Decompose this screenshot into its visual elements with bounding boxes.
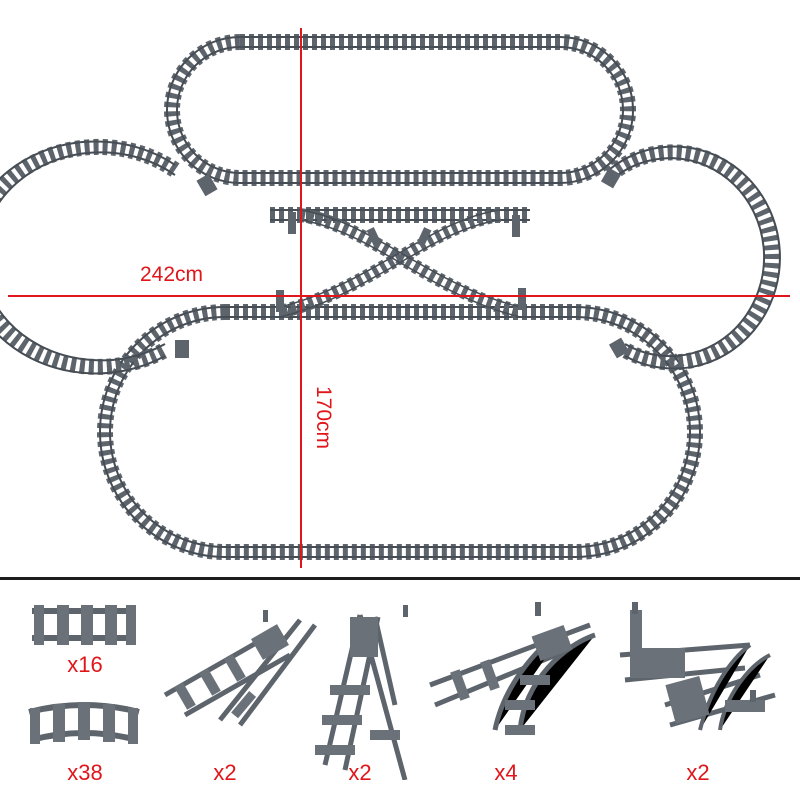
straight-track-quantity: x16 xyxy=(67,652,103,677)
crossover-tracks xyxy=(278,208,522,319)
crossover-switch-quantity: x2 xyxy=(686,760,710,785)
flexible-switch-piece xyxy=(429,602,596,735)
switch-levers xyxy=(175,167,630,359)
right-switch-quantity: x2 xyxy=(348,760,372,785)
crossover-switch-piece xyxy=(619,602,776,731)
left-switch-piece xyxy=(163,610,317,727)
curved-track-piece xyxy=(28,702,140,744)
track-layout-diagram xyxy=(0,28,790,568)
left-switch-quantity: x2 xyxy=(213,760,237,785)
section-divider xyxy=(0,577,800,580)
width-dimension-label: 242cm xyxy=(140,263,204,286)
upper-oval-track xyxy=(164,34,636,186)
right-switch-piece xyxy=(315,605,408,780)
height-dimension-label: 170cm xyxy=(312,386,335,450)
right-loop-track xyxy=(604,144,781,371)
flexible-switch-quantity: x4 xyxy=(494,760,518,785)
curved-track-quantity: x38 xyxy=(67,760,103,785)
left-loop-track xyxy=(0,138,180,375)
straight-track-piece xyxy=(32,605,136,645)
